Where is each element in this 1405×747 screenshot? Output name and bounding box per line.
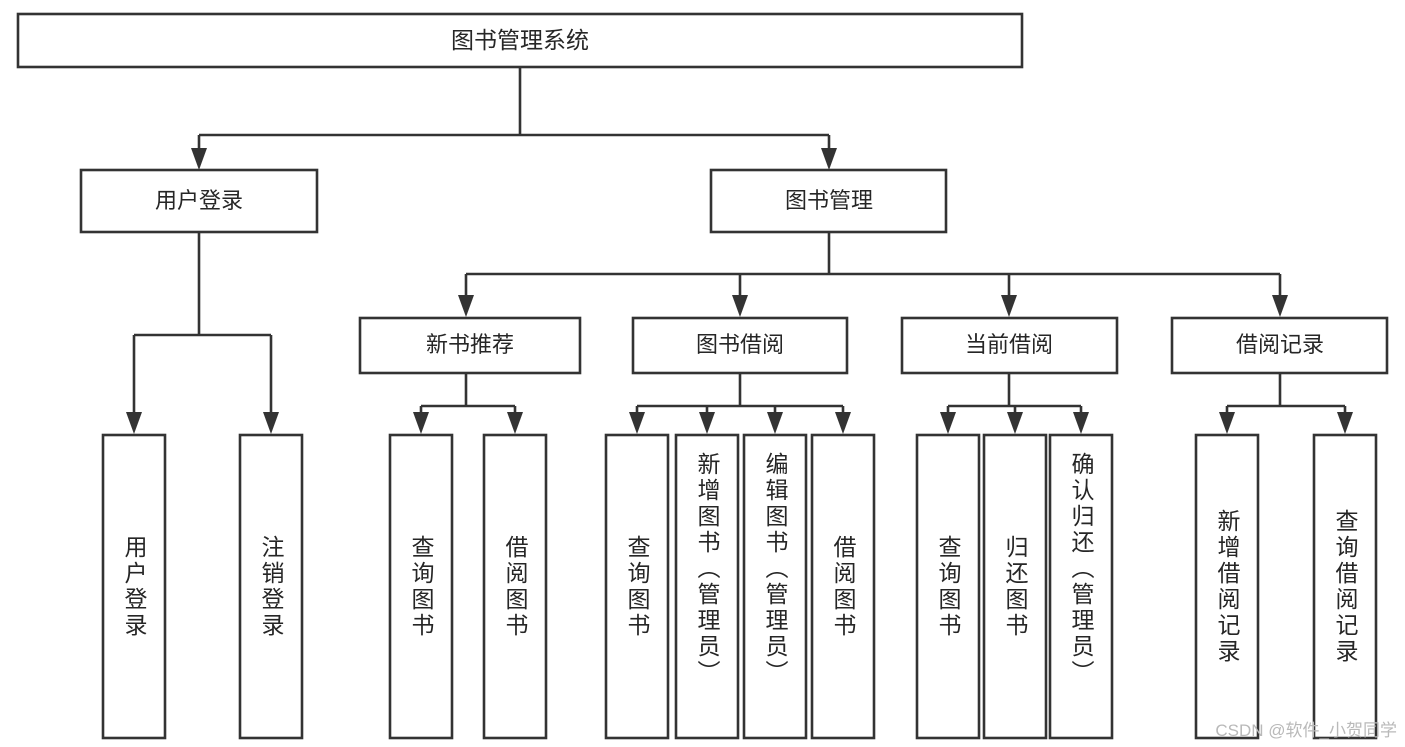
connector-layer [126, 67, 1353, 434]
node-current-borrow-box[interactable] [900, 316, 1119, 375]
leaf-label-confirm-return-admin: 确认归还（管理员） [1068, 452, 1095, 686]
leaf-label-add-borrow-record: 新增借阅记录 [1214, 509, 1241, 665]
leaf-label-return-book: 归还图书 [1002, 535, 1029, 639]
node-root-label: 图书管理系统 [451, 27, 589, 53]
node-current-borrow-label: 当前借阅 [965, 332, 1053, 357]
arrow-borrow-leaf-2 [699, 412, 715, 434]
arrow-root-to-user-login [191, 148, 207, 170]
node-borrow-records-label: 借阅记录 [1236, 332, 1324, 357]
leaf-node[interactable]: 查询图书 [604, 433, 670, 740]
leaf-node[interactable]: 新增借阅记录 [1194, 433, 1260, 740]
leaf-box-query-books-new[interactable] [388, 433, 454, 740]
node-book-management-label: 图书管理 [785, 188, 873, 213]
leaf-label-user-login: 用户登录 [121, 535, 148, 639]
leaf-node[interactable]: 确认归还（管理员） [1048, 433, 1114, 740]
leaf-box-query-books-current[interactable] [915, 433, 981, 740]
leaf-label-query-books-current: 查询图书 [935, 535, 962, 639]
leaf-box-add-borrow-record[interactable] [1194, 433, 1260, 740]
leaf-layer: 用户登录 注销登录 查询图书 借阅图书 查询图书 新增图书（管理员） 编辑图书（… [101, 433, 1378, 740]
leaf-box-borrow-book[interactable] [810, 433, 876, 740]
leaf-node[interactable]: 查询借阅记录 [1312, 433, 1378, 740]
leaf-node[interactable]: 新增图书（管理员） [674, 433, 740, 740]
node-new-book-recommend[interactable]: 新书推荐 [358, 316, 582, 375]
arrow-current-leaf-2 [1007, 412, 1023, 434]
leaf-box-user-login[interactable] [101, 433, 167, 740]
node-new-book-recommend-label: 新书推荐 [426, 332, 514, 357]
node-book-borrow[interactable]: 图书借阅 [631, 316, 849, 375]
leaf-label-edit-book-admin: 编辑图书（管理员） [762, 452, 789, 686]
node-user-login-box[interactable] [79, 168, 319, 234]
node-borrow-records[interactable]: 借阅记录 [1170, 316, 1389, 375]
node-user-login[interactable]: 用户登录 [79, 168, 319, 234]
arrow-user-login-leaf-2 [263, 412, 279, 434]
arrow-book-mgmt-current [1001, 295, 1017, 317]
arrow-current-leaf-3 [1073, 412, 1089, 434]
leaf-box-add-book-admin[interactable] [674, 433, 740, 740]
arrow-records-leaf-1 [1219, 412, 1235, 434]
leaf-box-borrow-books-new[interactable] [482, 433, 548, 740]
leaf-node[interactable]: 用户登录 [101, 433, 167, 740]
leaf-label-logout: 注销登录 [258, 535, 285, 639]
leaf-label-query-borrow-record: 查询借阅记录 [1332, 509, 1359, 665]
node-book-borrow-label: 图书借阅 [696, 332, 784, 357]
leaf-box-edit-book-admin[interactable] [742, 433, 808, 740]
node-current-borrow[interactable]: 当前借阅 [900, 316, 1119, 375]
leaf-label-add-book-admin: 新增图书（管理员） [694, 452, 721, 686]
node-new-book-recommend-box[interactable] [358, 316, 582, 375]
arrow-borrow-leaf-1 [629, 412, 645, 434]
leaf-box-confirm-return-admin[interactable] [1048, 433, 1114, 740]
leaf-label-query-books-borrow: 查询图书 [624, 535, 651, 639]
leaf-node[interactable]: 借阅图书 [810, 433, 876, 740]
arrow-book-mgmt-new-books [458, 295, 474, 317]
leaf-node[interactable]: 查询图书 [915, 433, 981, 740]
leaf-label-query-books-new: 查询图书 [408, 535, 435, 639]
leaf-box-query-books-borrow[interactable] [604, 433, 670, 740]
arrow-borrow-leaf-4 [835, 412, 851, 434]
leaf-node[interactable]: 借阅图书 [482, 433, 548, 740]
node-book-management[interactable]: 图书管理 [709, 168, 948, 234]
node-root[interactable]: 图书管理系统 [16, 12, 1024, 69]
leaf-box-logout[interactable] [238, 433, 304, 740]
node-borrow-records-box[interactable] [1170, 316, 1389, 375]
leaf-node[interactable]: 注销登录 [238, 433, 304, 740]
leaf-node[interactable]: 归还图书 [982, 433, 1048, 740]
leaf-box-return-book[interactable] [982, 433, 1048, 740]
leaf-node[interactable]: 编辑图书（管理员） [742, 433, 808, 740]
arrow-current-leaf-1 [940, 412, 956, 434]
arrow-book-mgmt-borrow [732, 295, 748, 317]
leaf-node[interactable]: 查询图书 [388, 433, 454, 740]
leaf-label-borrow-books-new: 借阅图书 [502, 535, 529, 639]
node-book-borrow-box[interactable] [631, 316, 849, 375]
arrow-book-mgmt-records [1272, 295, 1288, 317]
arrow-root-to-book-mgmt [821, 148, 837, 170]
arrow-user-login-leaf-1 [126, 412, 142, 434]
node-root-box[interactable] [16, 12, 1024, 69]
node-book-management-box[interactable] [709, 168, 948, 234]
arrow-new-books-leaf-2 [507, 412, 523, 434]
leaf-box-query-borrow-record[interactable] [1312, 433, 1378, 740]
arrow-new-books-leaf-1 [413, 412, 429, 434]
arrow-borrow-leaf-3 [767, 412, 783, 434]
node-user-login-label: 用户登录 [155, 188, 243, 213]
arrow-records-leaf-2 [1337, 412, 1353, 434]
leaf-label-borrow-book: 借阅图书 [830, 535, 857, 639]
